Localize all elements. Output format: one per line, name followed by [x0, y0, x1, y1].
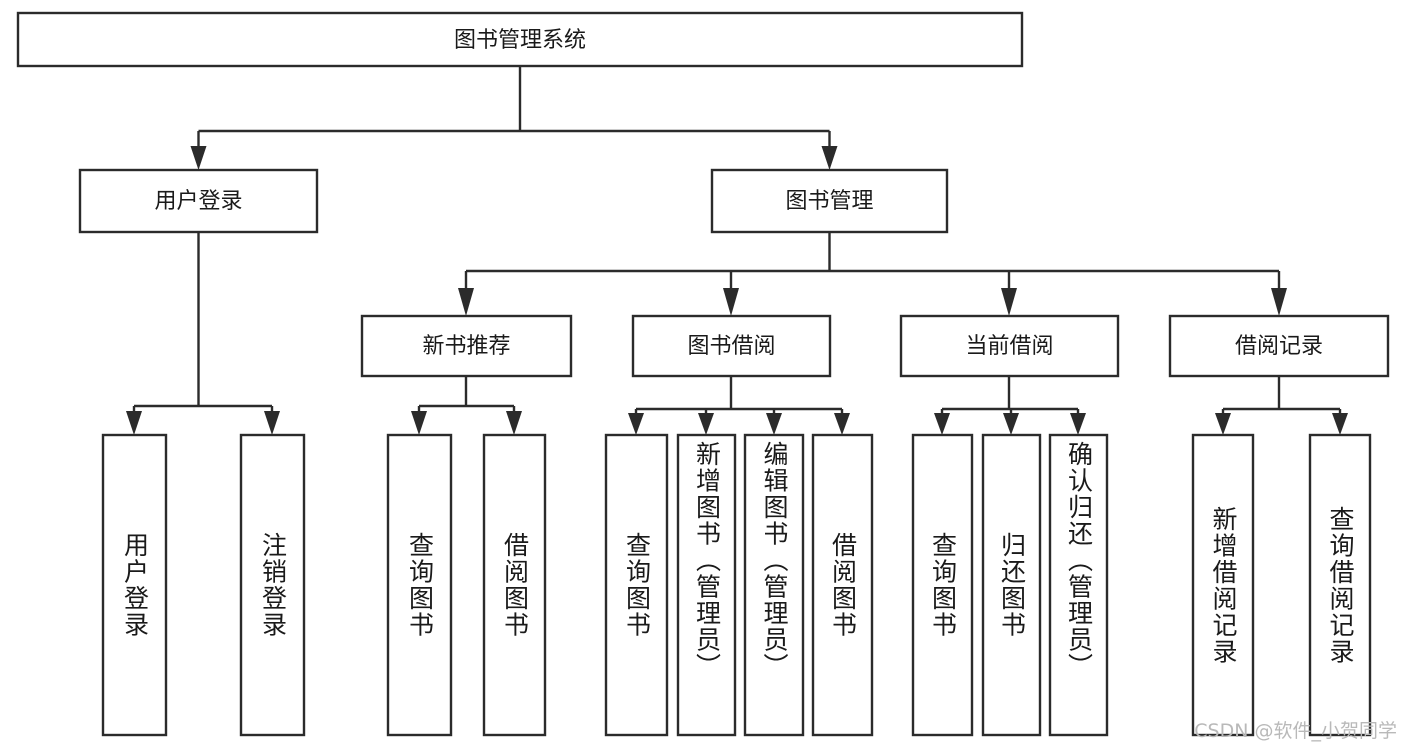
leaf-box-edit-book-admin[interactable] — [743, 433, 805, 737]
arrow-head-icon — [834, 413, 850, 435]
node-current-borrow-label: 当前借阅 — [965, 334, 1053, 359]
arrow-head-icon — [506, 411, 522, 435]
node-book-borrow-box — [631, 314, 832, 378]
arrow-head-icon — [1271, 288, 1287, 316]
arrow-head-icon — [821, 146, 838, 170]
leaf-box-query-book-1[interactable] — [386, 433, 453, 737]
arrow-head-icon — [934, 413, 950, 435]
node-new-book-recommend-box — [360, 314, 573, 378]
node-book-borrow-label: 图书借阅 — [687, 334, 775, 359]
node-user-login-label: 用户登录 — [154, 189, 242, 214]
watermark-text: CSDN @软件_小贺同学 — [1194, 720, 1397, 742]
node-book-management-label: 图书管理 — [785, 189, 873, 214]
node-current-borrow-box — [899, 314, 1120, 378]
arrow-head-icon — [723, 288, 739, 316]
leaf-box-borrow-book-2[interactable] — [811, 433, 874, 737]
node-root-box — [16, 11, 1024, 68]
edge-group-user-login — [126, 232, 280, 435]
arrow-head-icon — [698, 413, 714, 435]
arrow-head-icon — [264, 411, 280, 435]
edge-group-borrow-record — [1215, 376, 1348, 435]
node-user-login-box — [78, 168, 319, 234]
leaf-box-borrow-book-1[interactable] — [482, 433, 547, 737]
node-borrow-record-box — [1168, 314, 1390, 378]
arrow-head-icon — [411, 411, 427, 435]
leaf-box-logout[interactable] — [239, 433, 306, 737]
node-book-borrow[interactable]: 图书借阅 — [631, 314, 832, 378]
node-new-book-recommend-label: 新书推荐 — [422, 334, 510, 359]
arrow-head-icon — [126, 411, 142, 435]
arrow-head-icon — [458, 288, 474, 316]
arrow-head-icon — [1332, 413, 1348, 435]
leaf-box-confirm-return-admin[interactable] — [1048, 433, 1109, 737]
leaf-box-add-book-admin[interactable] — [676, 433, 737, 737]
edge-group-book-borrow — [628, 376, 850, 435]
leaf-box-query-book-3[interactable] — [911, 433, 974, 737]
arrow-head-icon — [1001, 288, 1017, 316]
arrow-head-icon — [628, 413, 644, 435]
edge-group-book-management — [458, 232, 1287, 316]
node-root-label: 图书管理系统 — [454, 28, 586, 53]
edge-group-current-borrow — [934, 376, 1086, 435]
leaf-box-user-login[interactable] — [101, 433, 168, 737]
arrow-head-icon — [1215, 413, 1231, 435]
leaf-box-query-borrow-record[interactable] — [1308, 433, 1372, 737]
edge-group-new-book-recommend — [411, 376, 522, 435]
node-borrow-record[interactable]: 借阅记录 — [1168, 314, 1390, 378]
arrow-head-icon — [190, 146, 207, 170]
node-current-borrow[interactable]: 当前借阅 — [899, 314, 1120, 378]
node-root-system[interactable]: 图书管理系统 — [16, 11, 1024, 68]
arrow-head-icon — [1070, 413, 1086, 435]
node-book-management[interactable]: 图书管理 — [710, 168, 949, 234]
node-new-book-recommend[interactable]: 新书推荐 — [360, 314, 573, 378]
arrow-head-icon — [766, 413, 782, 435]
leaf-box-query-book-2[interactable] — [604, 433, 669, 737]
leaf-box-add-borrow-record[interactable] — [1191, 433, 1255, 737]
arrow-head-icon — [1003, 413, 1019, 435]
edge-group-root — [190, 66, 838, 170]
node-book-management-box — [710, 168, 949, 234]
leaf-box-group — [101, 433, 1372, 737]
node-user-login[interactable]: 用户登录 — [78, 168, 319, 234]
leaf-box-return-book[interactable] — [981, 433, 1042, 737]
node-borrow-record-label: 借阅记录 — [1235, 334, 1323, 359]
